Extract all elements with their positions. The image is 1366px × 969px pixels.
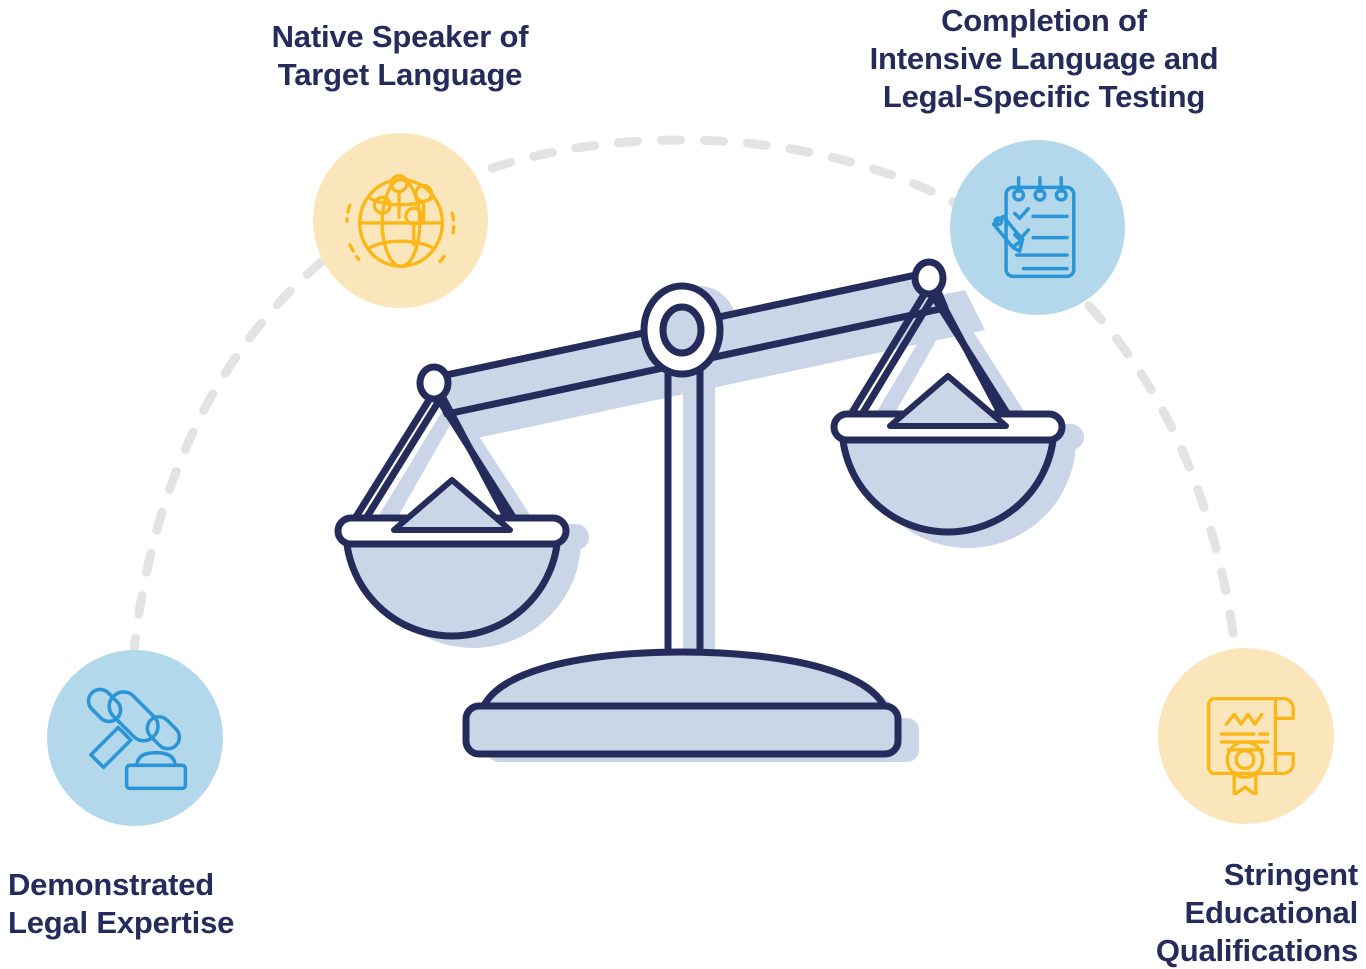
- scale-outlines: [334, 258, 1066, 758]
- bubble-legal-expertise: [47, 650, 223, 826]
- diploma-certificate-icon: [1206, 696, 1295, 795]
- bubble-language-testing: [950, 140, 1125, 315]
- bubble-education: [1158, 648, 1334, 824]
- label-native-speaker: Native Speaker of Target Language: [271, 19, 529, 92]
- globe-network-icon: [344, 173, 455, 268]
- gavel-icon: [86, 687, 188, 791]
- bubble-native-speaker: [313, 133, 488, 308]
- label-language-testing: Completion of Intensive Language and Leg…: [869, 3, 1219, 114]
- checklist-pencil-icon: [991, 175, 1076, 278]
- label-legal-expertise: Demonstrated Legal Expertise: [8, 867, 235, 940]
- label-education: Stringent Educational Qualifications: [1155, 857, 1358, 968]
